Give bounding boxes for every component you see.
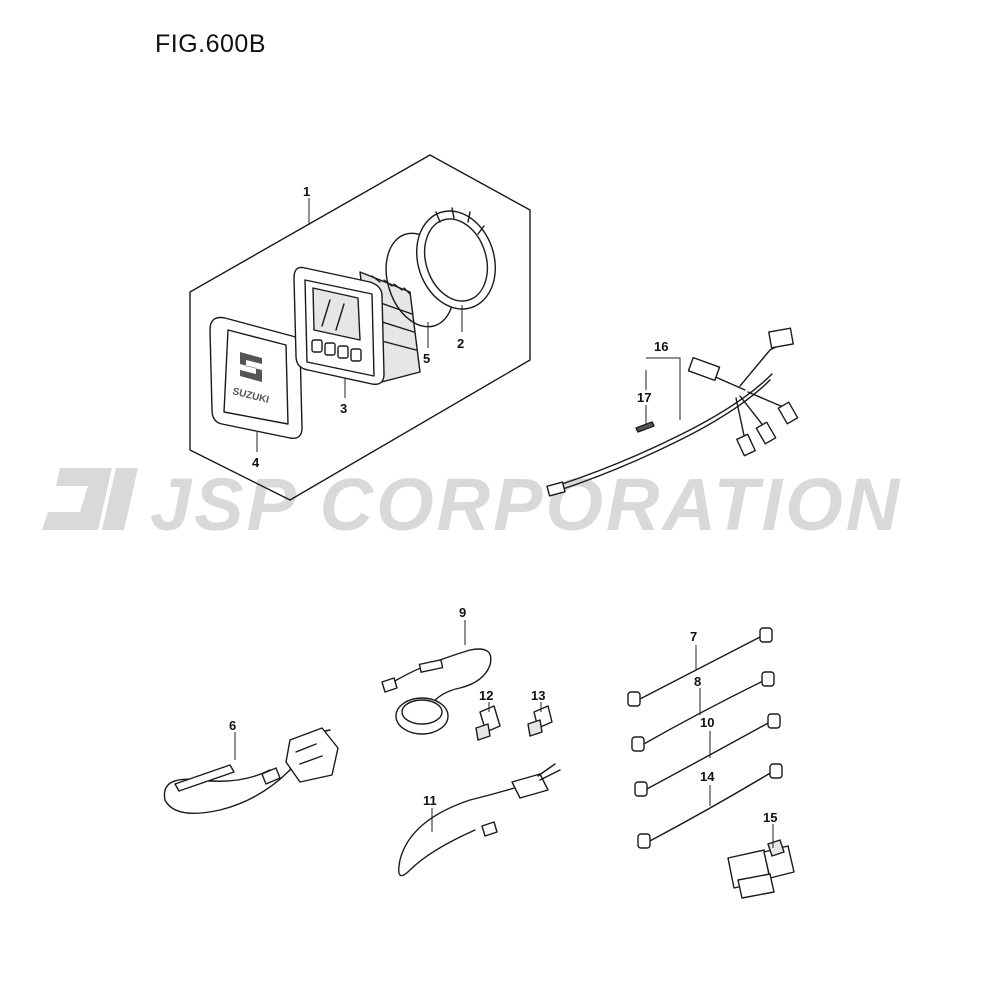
kit-outline-box (189, 154, 531, 501)
watermark-logo-icon (42, 468, 138, 530)
callout-2: 2 (457, 336, 464, 351)
callout-7: 7 (690, 629, 697, 644)
callout-6: 6 (229, 718, 236, 733)
terminal-pin (635, 421, 655, 433)
interface-cable-6 (163, 727, 339, 815)
mounting-nut (415, 207, 497, 310)
callout-15: 15 (763, 810, 777, 825)
multi-function-gauge (293, 266, 421, 385)
callout-10: 10 (700, 715, 714, 730)
backbone-cable-10 (634, 713, 781, 797)
callout-1: 1 (303, 184, 310, 199)
callout-13: 13 (531, 688, 545, 703)
backbone-cable-7 (627, 627, 773, 707)
callout-11: 11 (423, 793, 437, 808)
callout-14: 14 (700, 769, 715, 784)
leader-lines (234, 198, 774, 848)
figure-title: FIG.600B (155, 30, 266, 58)
watermark: JSP CORPORATION (42, 463, 902, 546)
callout-17: 17 (637, 390, 651, 405)
callouts: 1 2 3 4 5 6 7 8 9 10 11 12 13 14 15 16 1… (229, 184, 777, 825)
sensor-with-cable (381, 648, 492, 735)
callout-4: 4 (252, 455, 260, 470)
backbone-cable-14 (637, 763, 783, 849)
backbone-cable-8 (631, 671, 775, 752)
terminator-connector-12 (475, 705, 501, 741)
interface-cable-11 (398, 763, 561, 877)
callout-3: 3 (340, 401, 347, 416)
callout-16: 16 (654, 339, 668, 354)
callout-5: 5 (423, 351, 430, 366)
gauge-cover: SUZUKI (209, 316, 303, 439)
terminator-connector-13 (527, 705, 553, 737)
suzuki-logo-icon (240, 352, 262, 382)
t-connector (727, 839, 795, 899)
callout-8: 8 (694, 674, 701, 689)
watermark-text: JSP CORPORATION (150, 463, 902, 546)
callout-12: 12 (479, 688, 493, 703)
callout-9: 9 (459, 605, 466, 620)
wiring-harness (546, 327, 799, 497)
